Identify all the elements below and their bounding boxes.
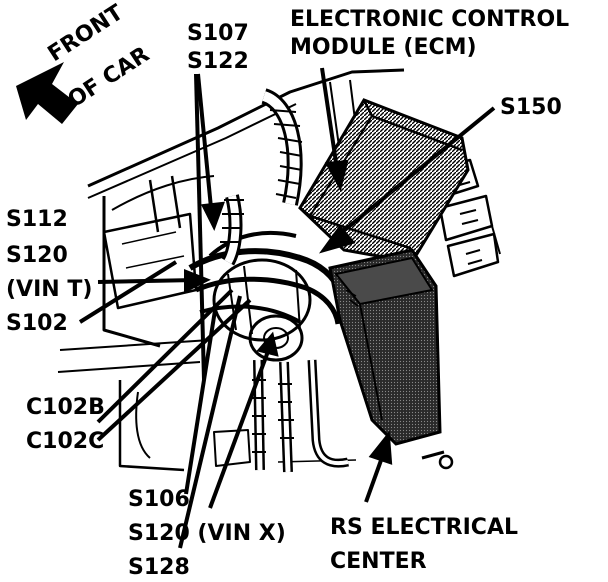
leader-c102b bbox=[96, 288, 234, 424]
label-ecm-line1: ELECTRONIC CONTROL bbox=[290, 7, 569, 32]
leader-ecm bbox=[320, 67, 340, 177]
label-s122: S122 bbox=[187, 49, 249, 74]
front-of-car-arrow bbox=[16, 62, 78, 124]
label-s150: S150 bbox=[500, 95, 562, 120]
label-s120-vin-x: S120 (VIN X) bbox=[128, 521, 286, 546]
leader-s107 bbox=[196, 73, 214, 219]
ecm-module bbox=[298, 98, 470, 264]
leader-s106 bbox=[184, 303, 218, 495]
label-s120: S120 bbox=[6, 243, 68, 268]
label-s112: S112 bbox=[6, 207, 68, 232]
leader-s102 bbox=[78, 260, 178, 324]
label-ecm-line2: MODULE (ECM) bbox=[290, 35, 477, 60]
leader-s122 bbox=[194, 73, 206, 381]
label-s106: S106 bbox=[128, 487, 190, 512]
arrow-icon bbox=[16, 62, 78, 124]
label-s102: S102 bbox=[6, 311, 68, 336]
label-c102c: C102C bbox=[26, 429, 104, 454]
leader-s150 bbox=[328, 106, 496, 244]
rs-electrical-center-box bbox=[328, 248, 442, 446]
leader-c102c bbox=[96, 298, 252, 442]
leader-s120-vin-x bbox=[208, 345, 272, 509]
label-vin-t: (VIN T) bbox=[6, 277, 92, 302]
leader-s128 bbox=[178, 295, 242, 549]
label-c102b: C102B bbox=[26, 395, 105, 420]
label-s107: S107 bbox=[187, 21, 249, 46]
leader-lines bbox=[78, 67, 496, 549]
label-rs-line2: CENTER bbox=[330, 549, 427, 574]
label-rs-line1: RS ELECTRICAL bbox=[330, 515, 518, 540]
label-s128: S128 bbox=[128, 555, 190, 580]
front-of-car-line1: FRONT bbox=[44, 0, 128, 67]
